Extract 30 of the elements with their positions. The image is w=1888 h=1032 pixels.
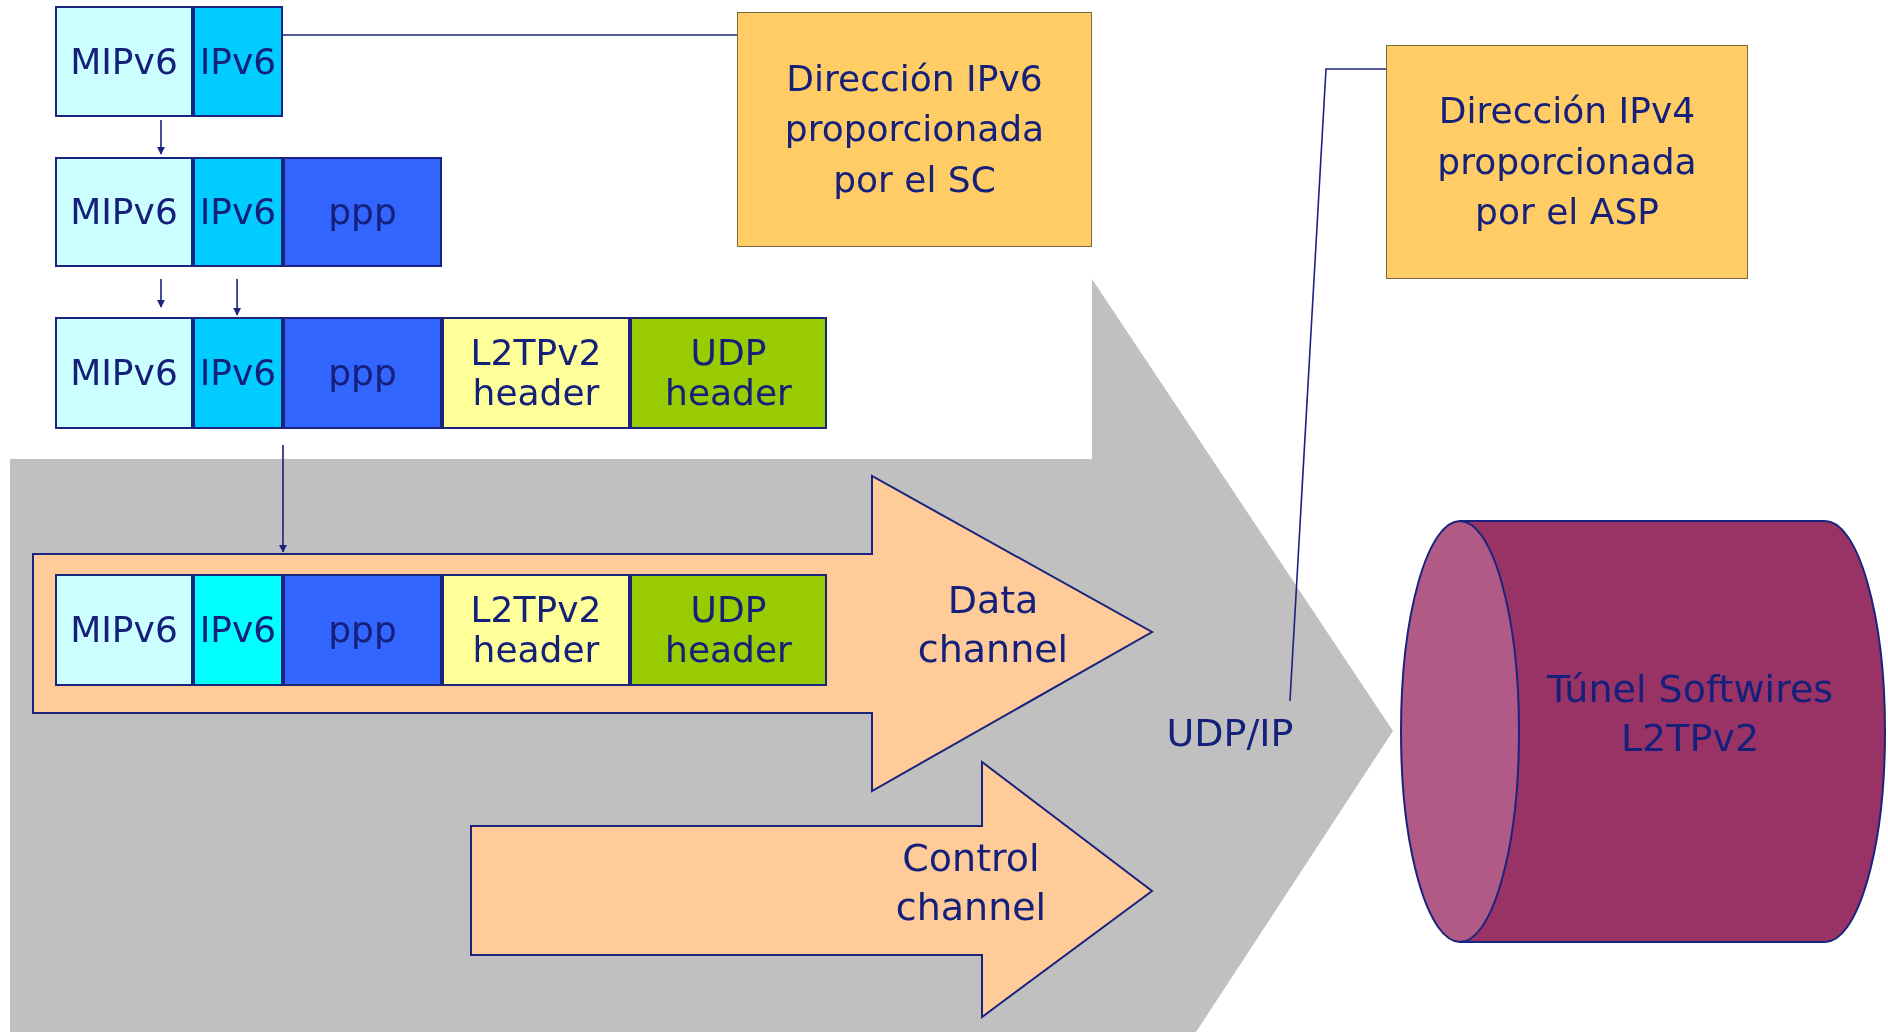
protocol-layer-box: L2TPv2 header bbox=[442, 574, 630, 686]
arrow-label: UDP/IP bbox=[1165, 710, 1295, 757]
protocol-layer-box: MIPv6 bbox=[55, 157, 193, 267]
protocol-layer-box: MIPv6 bbox=[55, 6, 193, 117]
protocol-layer-box: IPv6 bbox=[193, 157, 283, 267]
arrow bbox=[157, 278, 165, 308]
protocol-layer-box: UDP header bbox=[630, 317, 827, 429]
arrow-label: Data channel bbox=[916, 577, 1070, 674]
note-box: Dirección IPv4 proporcionada por el ASP bbox=[1386, 45, 1748, 279]
block-arrow bbox=[10, 279, 1393, 1032]
protocol-layer-box: IPv6 bbox=[193, 317, 283, 429]
arrow-label: Control channel bbox=[894, 835, 1048, 932]
protocol-layer-box: ppp bbox=[283, 317, 442, 429]
leader-line bbox=[282, 34, 738, 36]
block-arrow bbox=[33, 476, 1152, 791]
protocol-layer-box: MIPv6 bbox=[55, 574, 193, 686]
protocol-layer-box: MIPv6 bbox=[55, 317, 193, 429]
protocol-layer-box: ppp bbox=[283, 157, 442, 267]
arrow bbox=[233, 278, 242, 316]
arrow bbox=[279, 444, 287, 553]
note-box: Dirección IPv6 proporcionada por el SC bbox=[737, 12, 1092, 247]
arrow bbox=[157, 119, 165, 155]
block-arrow bbox=[471, 762, 1152, 1017]
protocol-layer-box: L2TPv2 header bbox=[442, 317, 630, 429]
protocol-layer-box: UDP header bbox=[630, 574, 827, 686]
cylinder-label: Túnel Softwires L2TPv2 bbox=[1545, 666, 1835, 763]
leader-line bbox=[1289, 68, 1387, 702]
protocol-layer-box: ppp bbox=[283, 574, 442, 686]
protocol-layer-box: IPv6 bbox=[193, 6, 283, 117]
protocol-layer-box: IPv6 bbox=[193, 574, 283, 686]
